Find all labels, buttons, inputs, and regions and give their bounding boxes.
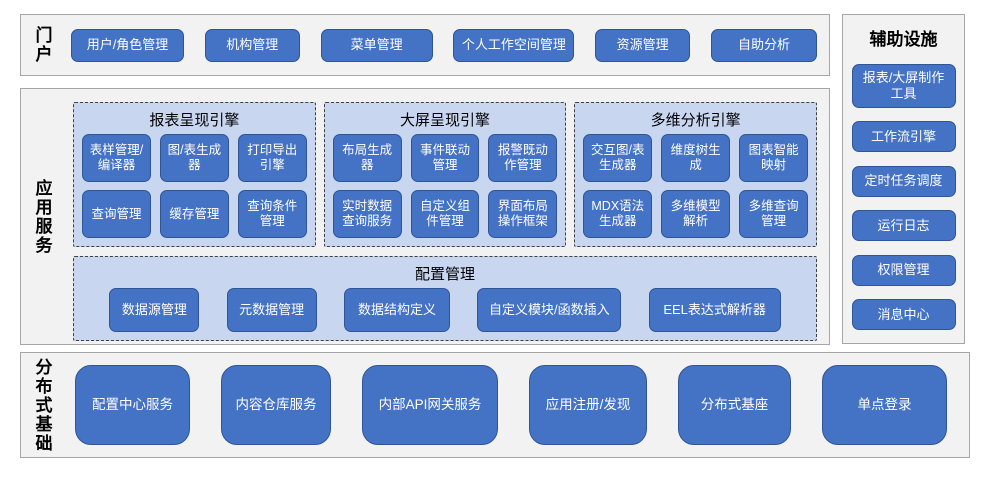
dashboard-engine-title: 大屏呈现引擎 [400,112,491,129]
module-data-structure-definition[interactable]: 数据结构定义 [343,288,450,332]
module-chart-table-generator[interactable]: 图/表生成器 [159,134,229,182]
portal-section-label: 门户 [32,26,52,64]
foundation-button-row: 配置中心服务 内容仓库服务 内部API网关服务 应用注册/发现 分布式基座 单点… [63,353,969,457]
foundation-button-content-repository-service[interactable]: 内容仓库服务 [221,365,331,445]
config-mgmt-panel: 配置管理 数据源管理 元数据管理 数据结构定义 自定义模块/函数插入 EEL表达… [73,256,817,341]
report-engine-panel: 报表呈现引擎 表样管理/编译器 图/表生成器 打印导出引擎 查询管理 缓存管理 … [73,102,316,247]
foundation-button-single-sign-on[interactable]: 单点登录 [822,365,947,445]
module-metadata-mgmt[interactable]: 元数据管理 [226,288,317,332]
foundation-button-app-registration-discovery[interactable]: 应用注册/发现 [529,365,647,445]
portal-button-org-mgmt[interactable]: 机构管理 [204,28,300,62]
portal-button-menu-mgmt[interactable]: 菜单管理 [320,28,433,62]
aux-button-workflow-engine[interactable]: 工作流引擎 [851,121,956,153]
module-datasource-mgmt[interactable]: 数据源管理 [109,288,200,332]
distributed-foundation-label: 分布式基础 [32,357,52,453]
aux-button-message-center[interactable]: 消息中心 [851,298,956,330]
portal-button-user-role-mgmt[interactable]: 用户/角色管理 [71,28,184,62]
config-mgmt-row: 数据源管理 元数据管理 数据结构定义 自定义模块/函数插入 EEL表达式解析器 [82,288,808,332]
report-engine-title: 报表呈现引擎 [149,112,240,129]
portal-button-personal-workspace-mgmt[interactable]: 个人工作空间管理 [453,28,575,62]
module-chart-smart-mapping[interactable]: 图表智能映射 [739,134,809,182]
config-mgmt-title: 配置管理 [414,266,475,283]
engine-panel-row: 报表呈现引擎 表样管理/编译器 图/表生成器 打印导出引擎 查询管理 缓存管理 … [73,102,818,247]
module-multidim-query-mgmt[interactable]: 多维查询管理 [739,190,809,238]
portal-section: 门户 用户/角色管理 机构管理 菜单管理 个人工作空间管理 资源管理 自助分析 [20,14,830,76]
module-layout-generator[interactable]: 布局生成器 [332,134,402,182]
module-eel-expression-parser[interactable]: EEL表达式解析器 [648,288,781,332]
aux-button-scheduled-task-dispatch[interactable]: 定时任务调度 [851,165,956,197]
app-services-section-label: 应用服务 [32,178,52,255]
portal-button-row: 用户/角色管理 机构管理 菜单管理 个人工作空间管理 资源管理 自助分析 [63,15,829,75]
module-interactive-chart-generator[interactable]: 交互图/表生成器 [583,134,653,182]
module-query-mgmt[interactable]: 查询管理 [82,190,151,238]
app-services-section: 应用服务 报表呈现引擎 表样管理/编译器 图/表生成器 打印导出引擎 查询管理 … [20,88,830,345]
portal-button-self-service-analysis[interactable]: 自助分析 [710,28,817,62]
module-print-export-engine[interactable]: 打印导出引擎 [237,134,307,182]
report-engine-grid: 表样管理/编译器 图/表生成器 打印导出引擎 查询管理 缓存管理 查询条件管理 [82,134,307,238]
olap-engine-title: 多维分析引擎 [650,112,741,129]
aux-button-run-logs[interactable]: 运行日志 [851,210,956,242]
auxiliary-facilities-title: 辅助设施 [869,30,938,49]
aux-button-permission-mgmt[interactable]: 权限管理 [851,254,956,286]
olap-engine-grid: 交互图/表生成器 维度树生成 图表智能映射 MDX语法生成器 多维模型解析 多维… [583,134,809,238]
olap-engine-panel: 多维分析引擎 交互图/表生成器 维度树生成 图表智能映射 MDX语法生成器 多维… [574,102,818,247]
auxiliary-button-column: 报表/大屏制作工具 工作流引擎 定时任务调度 运行日志 权限管理 消息中心 [843,56,964,343]
app-services-body: 报表呈现引擎 表样管理/编译器 图/表生成器 打印导出引擎 查询管理 缓存管理 … [63,89,829,344]
module-ui-layout-framework[interactable]: 界面布局操作框架 [488,190,558,238]
module-dimension-tree-generation[interactable]: 维度树生成 [661,134,731,182]
module-custom-component-mgmt[interactable]: 自定义组件管理 [410,190,480,238]
foundation-button-internal-api-gateway-service[interactable]: 内部API网关服务 [362,365,498,445]
dashboard-engine-panel: 大屏呈现引擎 布局生成器 事件联动管理 报警既动作管理 实时数据查询服务 自定义… [323,102,567,247]
module-query-condition-mgmt[interactable]: 查询条件管理 [237,190,307,238]
portal-button-resource-mgmt[interactable]: 资源管理 [595,28,691,62]
foundation-button-distributed-base[interactable]: 分布式基座 [678,365,791,445]
module-report-style-mgmt-compiler[interactable]: 表样管理/编译器 [82,134,151,182]
aux-button-report-dashboard-authoring-tool[interactable]: 报表/大屏制作工具 [851,64,956,108]
distributed-foundation-section: 分布式基础 配置中心服务 内容仓库服务 内部API网关服务 应用注册/发现 分布… [20,352,970,458]
foundation-button-config-center-service[interactable]: 配置中心服务 [75,365,190,445]
module-multidim-model-parsing[interactable]: 多维模型解析 [661,190,731,238]
module-cache-mgmt[interactable]: 缓存管理 [159,190,229,238]
module-realtime-data-query-service[interactable]: 实时数据查询服务 [332,190,402,238]
module-mdx-syntax-generator[interactable]: MDX语法生成器 [583,190,653,238]
module-custom-module-function-insert[interactable]: 自定义模块/函数插入 [477,288,622,332]
dashboard-engine-grid: 布局生成器 事件联动管理 报警既动作管理 实时数据查询服务 自定义组件管理 界面… [332,134,558,238]
module-alarm-action-mgmt[interactable]: 报警既动作管理 [488,134,558,182]
module-event-linkage-mgmt[interactable]: 事件联动管理 [410,134,480,182]
auxiliary-facilities-section: 辅助设施 报表/大屏制作工具 工作流引擎 定时任务调度 运行日志 权限管理 消息… [842,14,965,344]
